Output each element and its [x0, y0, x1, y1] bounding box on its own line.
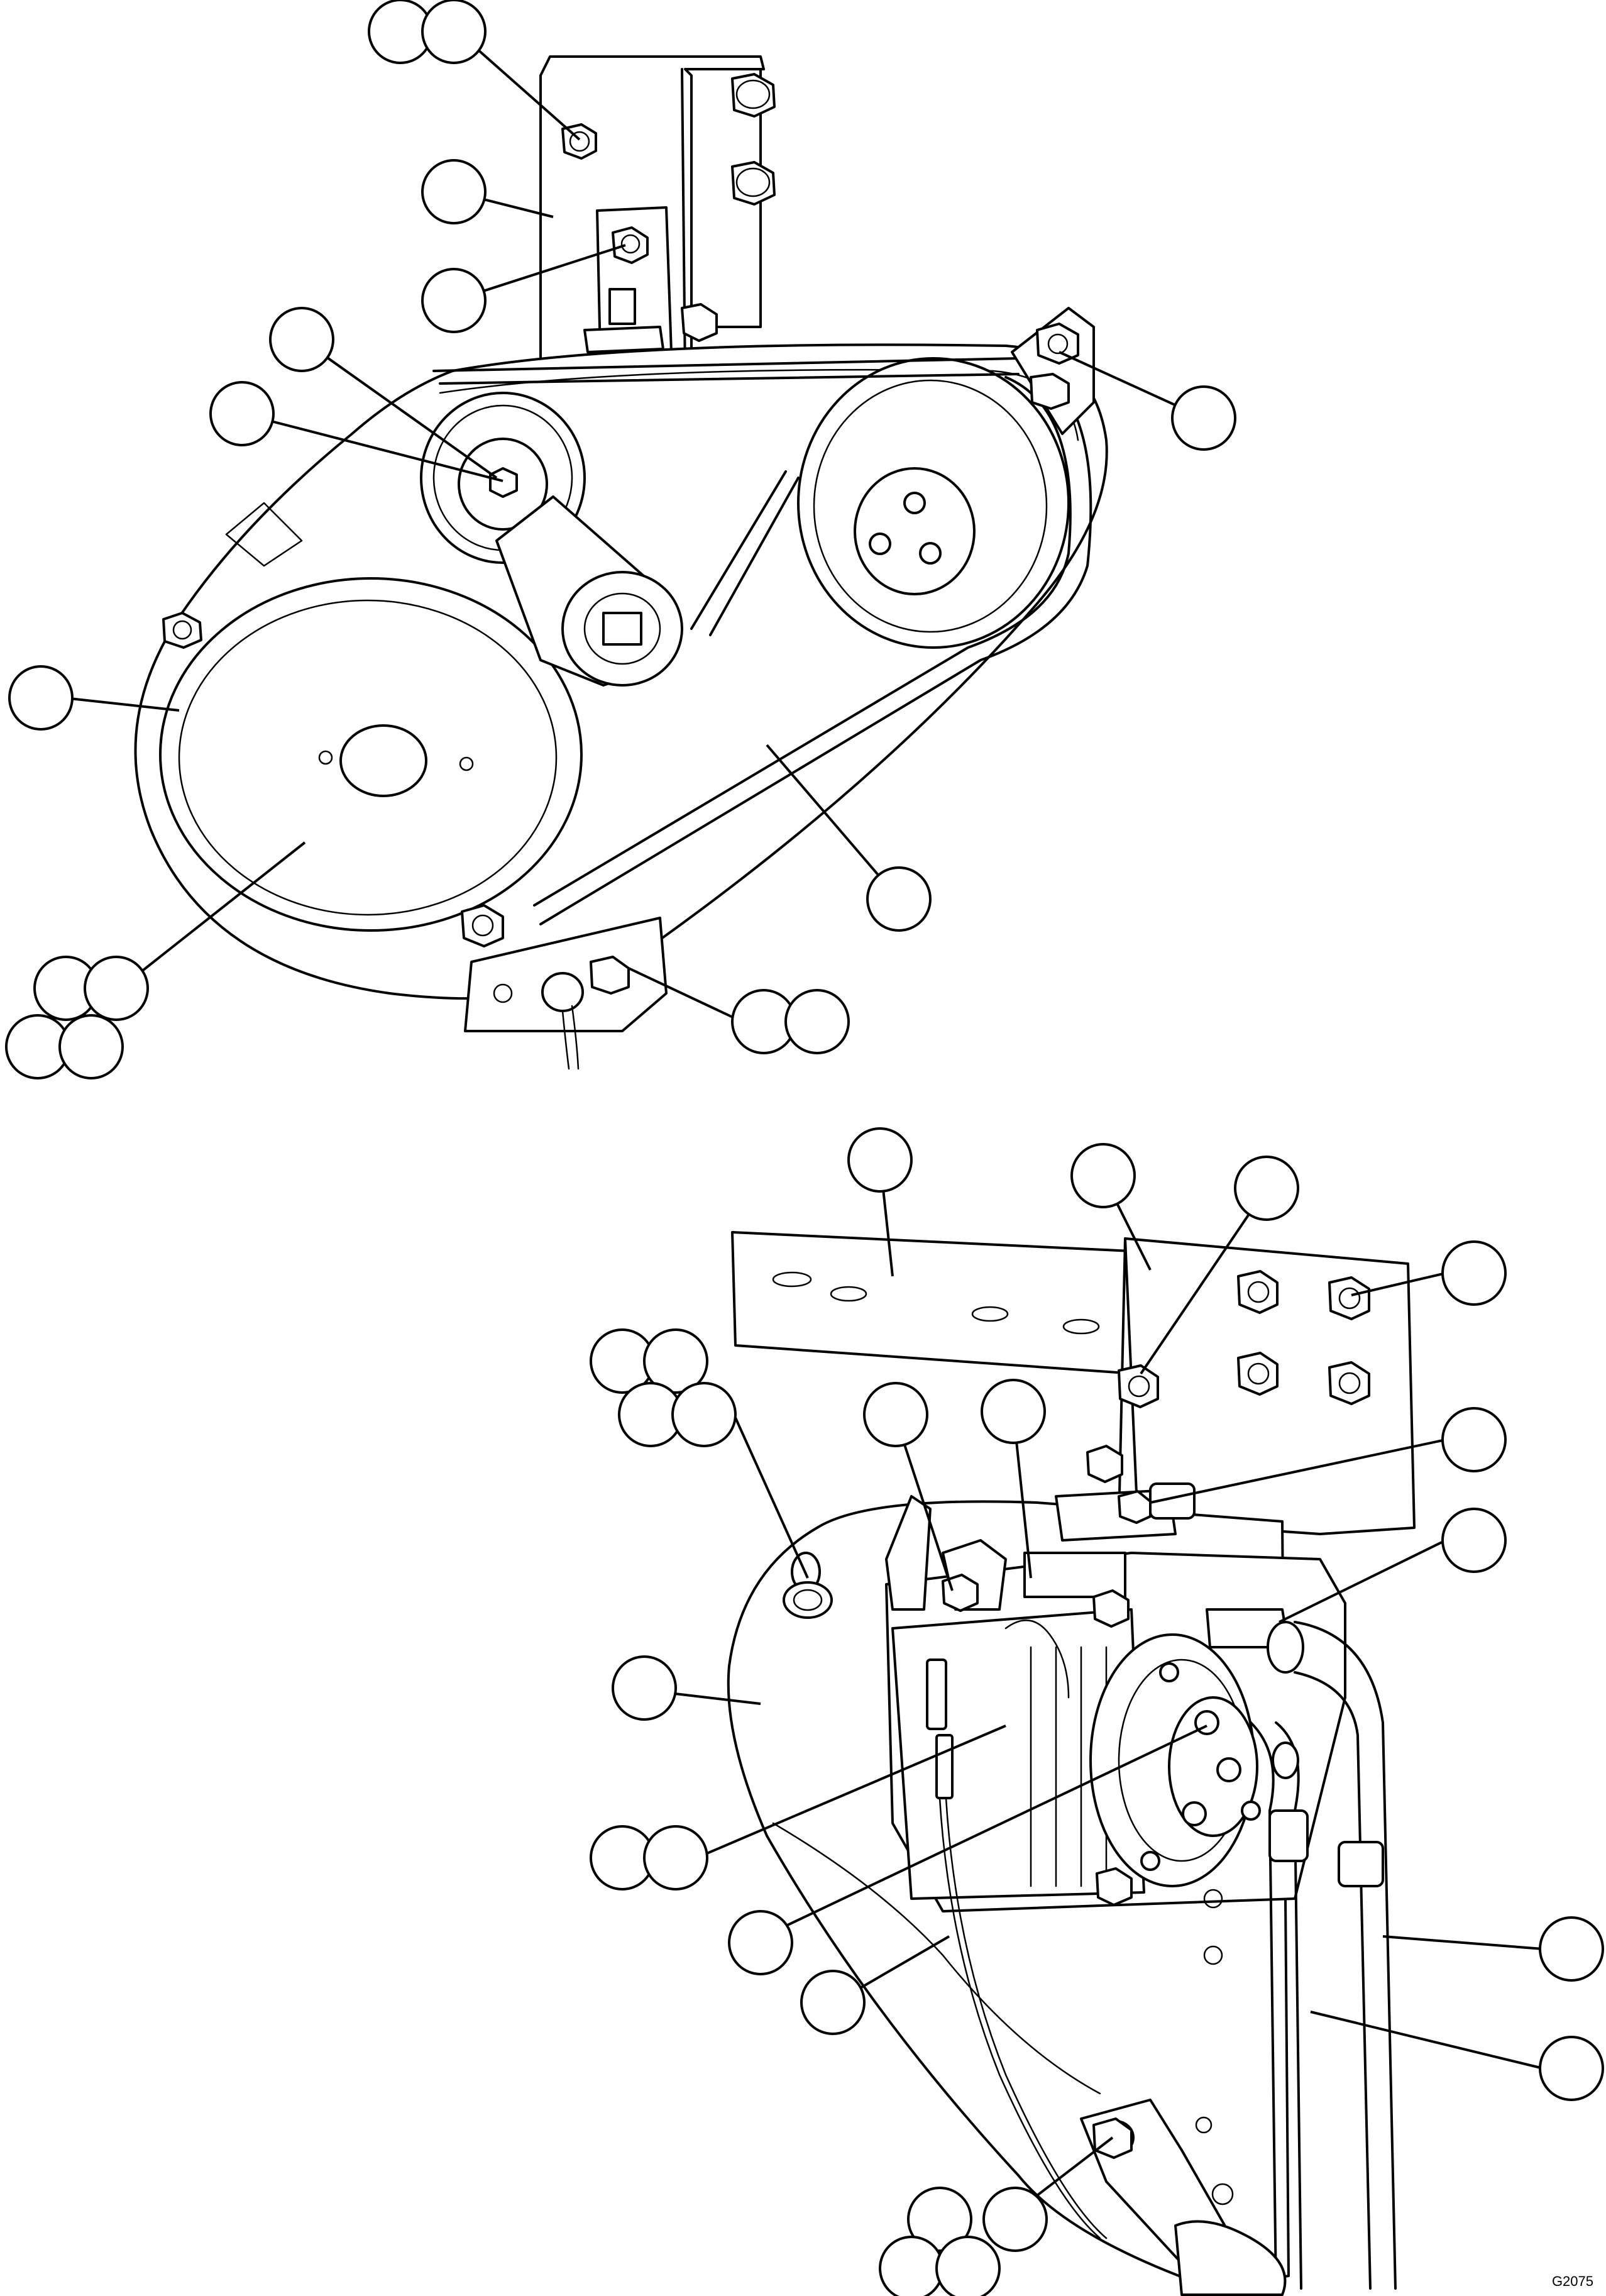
callout-bracket-bolt: [1234, 1156, 1299, 1221]
idler-bolt-shape: [461, 904, 504, 947]
plate-bolt-1: [1237, 1270, 1279, 1314]
callout-wire-harness: [800, 1970, 866, 2035]
callout-tensioner-center-bolt: [209, 381, 275, 446]
callout-lower-mount-a: [907, 2187, 972, 2252]
callout-lower-mount-d: [935, 2236, 1001, 2296]
top-view: [134, 55, 1108, 1070]
callout-support-plate: [1070, 1143, 1136, 1208]
figure-id: G2075: [1551, 2273, 1593, 2289]
accessory-pulley: [797, 357, 1070, 649]
mounting-bracket: [539, 55, 776, 378]
bracket-plate-shape: [731, 1231, 1136, 1375]
callout-belt-guard: [8, 665, 74, 731]
callout-mounting-bracket: [421, 159, 487, 224]
support-plate-shape: [1118, 1237, 1416, 1535]
callout-drive-belt: [866, 866, 932, 932]
bracket-bolt-2: [731, 161, 776, 206]
callout-clutch-hub: [728, 1910, 793, 1975]
callout-hose-fitting-upper: [1441, 1407, 1507, 1472]
callout-tensioner-bolt: [421, 268, 487, 333]
callout-pivot-bolt-d: [671, 1382, 737, 1447]
callout-crank-pulley-d: [58, 1014, 124, 1079]
callout-idler-bolt: [1171, 385, 1236, 451]
callout-adjust-bolt: [863, 1382, 928, 1447]
callout-mounting-bolt-upper-b: [421, 0, 487, 64]
callouts: [5, 0, 1604, 2296]
callout-compressor-housing: [612, 1655, 677, 1721]
callout-pivot-bolt-b: [643, 1328, 708, 1394]
bottom-view: [727, 1231, 1416, 2296]
plate-bolt-3: [1237, 1352, 1279, 1396]
callout-compressor-body-b: [643, 1825, 708, 1890]
callout-lower-mount-c: [879, 2236, 944, 2296]
plate-bolt-4: [1328, 1361, 1370, 1405]
callout-crank-pulley-b: [84, 956, 149, 1021]
callout-hose-fitting: [1441, 1508, 1507, 1573]
lower-bracket: [464, 917, 668, 1070]
tensioner-bolt-shape: [612, 226, 649, 264]
crank-pulley-shape: [159, 577, 583, 932]
guard-bolt-left: [162, 612, 202, 649]
callout-hose-upper: [1539, 1916, 1604, 1982]
callout-tensioner-pulley: [269, 307, 334, 372]
hoses: [1206, 1608, 1397, 2290]
callout-lower-mount-b: [982, 2187, 1048, 2252]
bracket-bolt-3: [681, 303, 718, 342]
callout-hose-lower: [1539, 2036, 1604, 2101]
bracket-bolt-1: [731, 73, 776, 118]
callout-bracket-plate: [847, 1127, 913, 1193]
callout-lower-bracket-bolt-b: [784, 989, 850, 1054]
guard-bolt-right: [1011, 307, 1095, 435]
lower-mount-shape: [1080, 1867, 1287, 2296]
callout-belt-adjust-nut: [981, 1379, 1046, 1444]
callout-mount-bolts: [1441, 1240, 1507, 1306]
plate-bolt-5: [1118, 1364, 1159, 1408]
tensioner-pulley-shape: [420, 392, 683, 687]
plate-bolt-2: [1328, 1276, 1370, 1320]
top-fittings: [885, 1445, 1196, 1628]
